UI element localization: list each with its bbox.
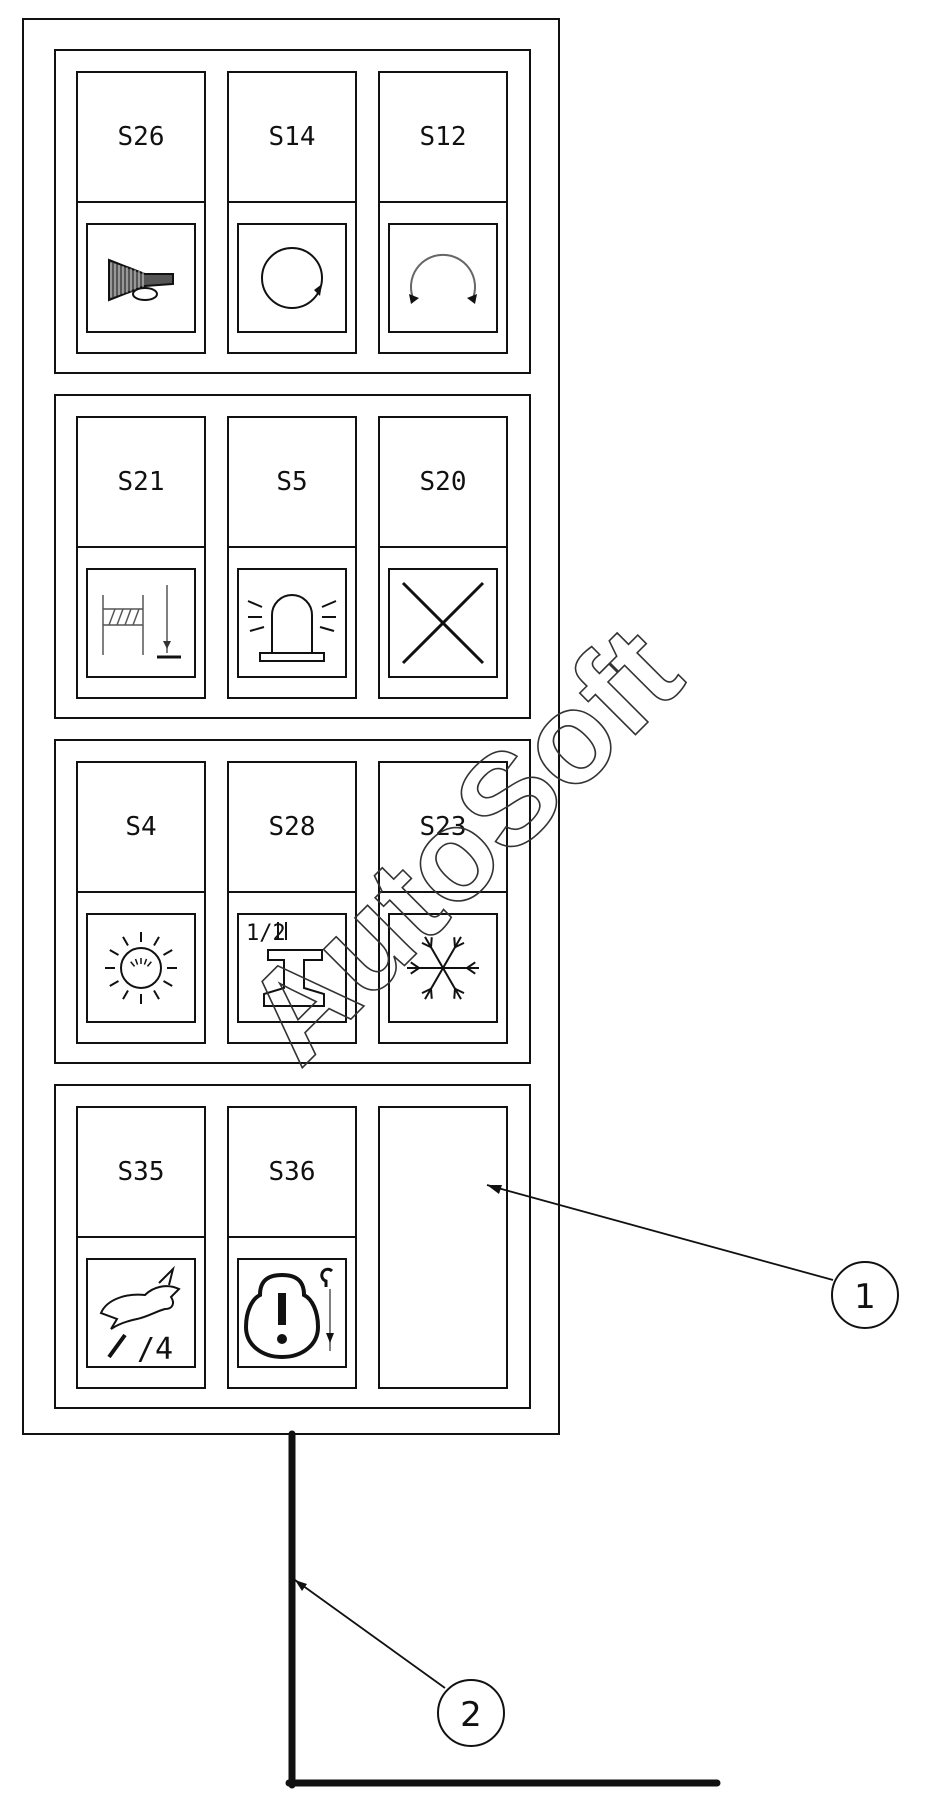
fast-speed-rabbit-icon: /4 (99, 1265, 181, 1367)
switch-group-4: S35/4 S36 (54, 1084, 531, 1409)
switch-group-frame (54, 394, 531, 719)
switch-s36[interactable]: S36 (227, 1106, 357, 1389)
half-speed-rail-icon: 1/2 (246, 921, 325, 1007)
overload-warning-icon (243, 1267, 334, 1360)
arc-rotate-icon (409, 253, 477, 304)
half-speed-text: 1/2 (246, 921, 286, 946)
switch-s20[interactable]: S20 (378, 416, 508, 699)
switch-label: S23 (420, 812, 467, 842)
switch-s14[interactable]: S14 (227, 71, 357, 354)
switch-s4[interactable]: S4 (76, 761, 206, 1044)
callout-2: 2 (294, 1579, 505, 1747)
snowflake-icon (407, 936, 479, 1000)
switch-label: S28 (269, 812, 316, 842)
switch-icon-frame (86, 568, 196, 678)
callout-1-number: 1 (854, 1277, 876, 1317)
work-light-icon (105, 932, 177, 1004)
spreader-lock-icon (102, 585, 181, 659)
switch-s21[interactable]: S21 (76, 416, 206, 699)
circle-rotate-icon (261, 247, 323, 309)
switch-label: S4 (125, 812, 156, 842)
switch-label: S21 (118, 467, 165, 497)
switch-label: S26 (118, 122, 165, 152)
switch-frame (378, 1106, 508, 1389)
cross-icon (401, 581, 485, 665)
switch-s28[interactable]: S28 1/2 (227, 761, 357, 1044)
callout-1: 1 (486, 1184, 899, 1329)
switch-s23[interactable]: S23 (378, 761, 508, 1044)
switch-group-frame (54, 49, 531, 374)
switch-group-3: S4 S28 1/2 S23 (54, 739, 531, 1064)
horn-icon (108, 258, 174, 302)
switch-s35[interactable]: S35/4 (76, 1106, 206, 1389)
switch-label: S20 (420, 467, 467, 497)
switch-icon-frame (237, 223, 347, 333)
switch-s12[interactable]: S12 (378, 71, 508, 354)
decrease-text: /4 (137, 1332, 173, 1367)
mounting-bracket (285, 1430, 721, 1789)
switch-icon-frame (388, 223, 498, 333)
switch-s26[interactable]: S26 (76, 71, 206, 354)
switch-label: S5 (276, 467, 307, 497)
beacon-light-icon (247, 594, 337, 662)
switch-group-1: S26 S14 S12 (54, 49, 531, 374)
switch-label: S14 (269, 122, 316, 152)
blank-switch-slot[interactable] (378, 1106, 508, 1389)
switch-group-2: S21 S5 S20 (54, 394, 531, 719)
switch-label: S35 (118, 1157, 165, 1187)
switch-group-frame (54, 1084, 531, 1409)
switch-s5[interactable]: S5 (227, 416, 357, 699)
switch-icon-frame (86, 913, 196, 1023)
switch-label: S12 (420, 122, 467, 152)
callout-1-circle (831, 1261, 899, 1329)
switch-group-frame (54, 739, 531, 1064)
callout-2-number: 2 (460, 1695, 482, 1735)
switch-label: S36 (269, 1157, 316, 1187)
callout-2-circle (437, 1679, 505, 1747)
